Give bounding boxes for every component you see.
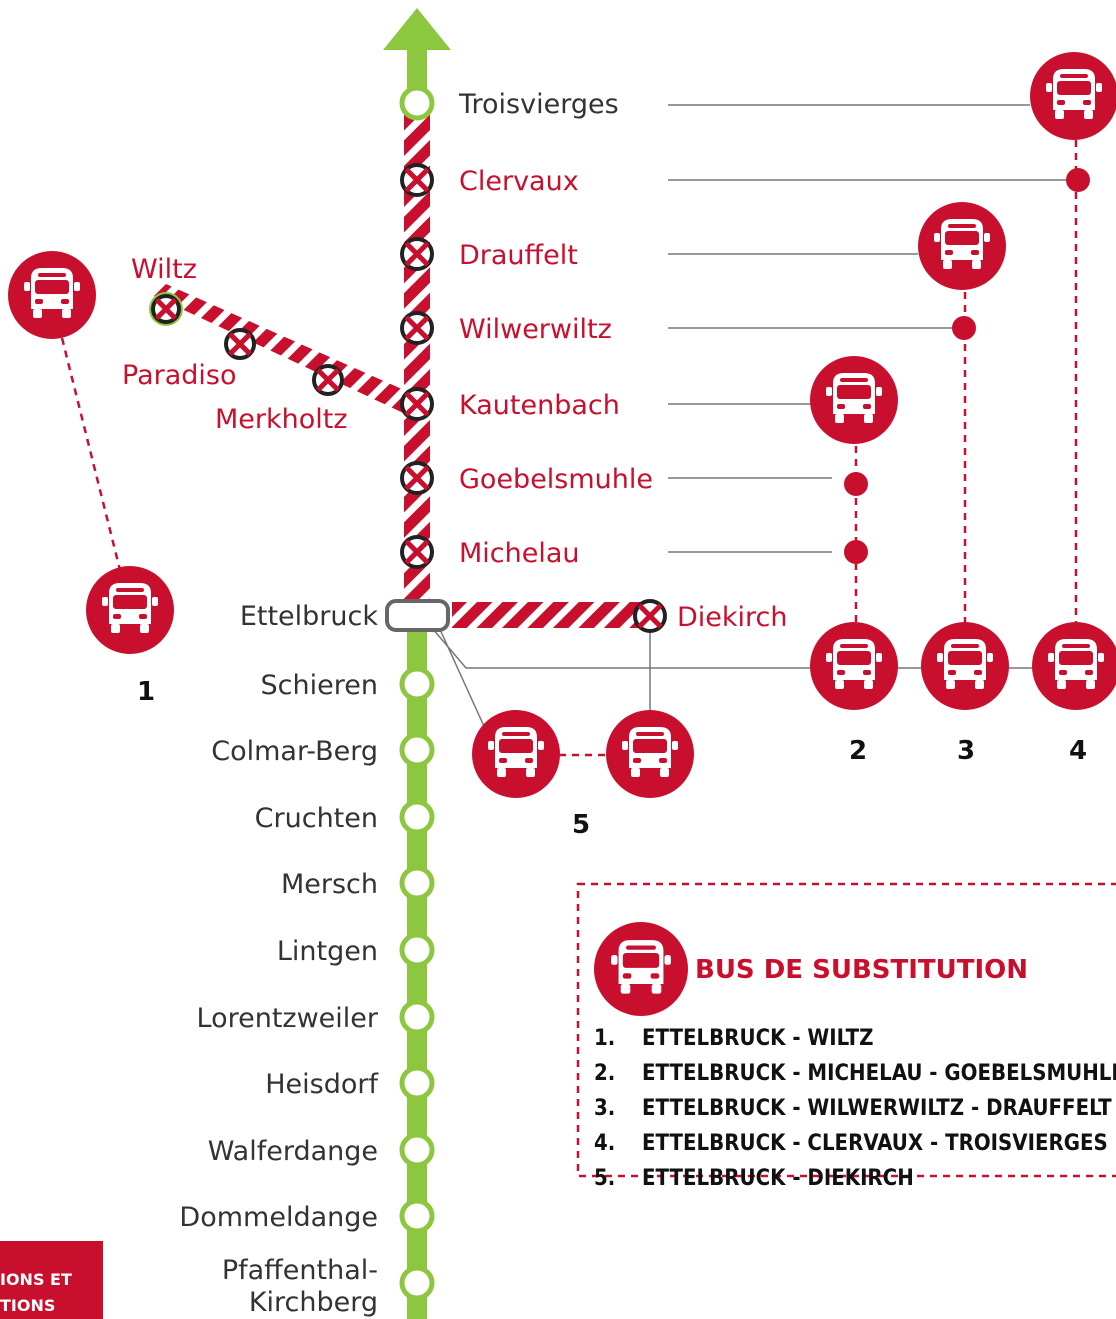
branch-station-closed-2	[312, 364, 344, 396]
bus-4-top	[1030, 52, 1116, 140]
station-south-6	[399, 1065, 435, 1101]
station-label-south-9: Pfaffenthal-	[222, 1255, 378, 1286]
station-label-north-5: Goebelsmuhle	[459, 464, 653, 495]
wiltz-station-mark	[151, 294, 181, 324]
station-south-9	[399, 1265, 435, 1301]
station-south-5	[399, 999, 435, 1035]
bus-icon	[594, 922, 688, 1016]
legend-route-text-4: ETTELBRUCK - CLERVAUX - TROISVIERGES	[642, 1131, 1108, 1156]
station-label-south-2: Cruchten	[255, 803, 378, 834]
station-label-north-1: Clervaux	[459, 166, 579, 197]
legend-route-num-4: 4.	[594, 1131, 615, 1156]
ettelbruck-hub	[385, 599, 450, 632]
station-label-south-3: Mersch	[281, 869, 378, 900]
legend-route-text-1: ETTELBRUCK - WILTZ	[642, 1026, 873, 1051]
bus-5-left	[472, 710, 560, 798]
station-south-2	[399, 799, 435, 835]
disrupted-wiltz-branch	[154, 284, 422, 418]
legend-route-text-5: ETTELBRUCK - DIEKIRCH	[642, 1166, 914, 1191]
connector-ettelbruck-buses	[431, 627, 1116, 669]
north-arrow-icon	[383, 8, 451, 50]
legend-route-list: 1. ETTELBRUCK - WILTZ 2. ETTELBRUCK - MICHE…	[594, 1026, 1116, 1191]
station-closed-4	[400, 387, 434, 421]
bus-1-top	[8, 251, 96, 339]
bus-1-bottom	[86, 566, 174, 654]
bus-2-bottom	[810, 622, 898, 710]
station-label-north-4: Kautenbach	[459, 390, 620, 421]
legend-route-num-5: 5.	[594, 1166, 615, 1191]
bus-number-1: 1	[137, 677, 155, 707]
bus-connector-lines	[431, 104, 1116, 736]
station-label-south-9-line2: Kirchberg	[249, 1287, 378, 1318]
station-closed-5	[400, 461, 434, 495]
station-label-south-5: Lorentzweiler	[197, 1003, 379, 1034]
station-label-south-4: Lintgen	[277, 936, 378, 967]
bus-number-5: 5	[572, 810, 590, 840]
station-open-0	[399, 85, 435, 121]
branch-station-closed-1	[224, 328, 256, 360]
station-label-north-0: Troisvierges	[458, 89, 619, 120]
bus-number-2: 2	[849, 736, 867, 766]
station-label-south-8: Dommeldange	[179, 1202, 378, 1233]
station-closed-6	[400, 535, 434, 569]
bus-2-top	[810, 356, 898, 444]
legend-route-num-2: 2.	[594, 1061, 615, 1086]
stop-dot-goebelsmuhle	[844, 472, 868, 496]
station-closed-2	[400, 237, 434, 271]
bus-stop-dots	[844, 168, 1090, 564]
labels-layer: TroisviergesClervauxDrauffeltWilwerwiltz…	[122, 89, 1087, 1318]
diekirch-station-mark	[633, 599, 667, 633]
stop-dot-clervaux	[1066, 168, 1090, 192]
station-label-north-6: Michelau	[459, 538, 580, 569]
station-label-ettelbruck: Ettelbruck	[240, 601, 379, 632]
corner-badge: IONS ET TIONS	[0, 1241, 103, 1319]
branch-label-diekirch: Diekirch	[677, 602, 788, 633]
route-1-dash	[60, 337, 122, 571]
station-closed-3	[400, 311, 434, 345]
bus-number-4: 4	[1069, 736, 1087, 766]
stop-dot-wilwerwiltz	[952, 316, 976, 340]
branch-label-merkholtz: Merkholtz	[215, 404, 348, 435]
corner-line-2: TIONS	[0, 1296, 55, 1315]
station-label-south-6: Heisdorf	[265, 1069, 379, 1100]
station-south-0	[399, 666, 435, 702]
disrupted-diekirch-branch	[452, 602, 640, 628]
stations-layer	[149, 85, 667, 1301]
legend-route-text-2: ETTELBRUCK - MICHELAU - GOEBELSMUHLE - K…	[642, 1061, 1116, 1086]
station-label-north-3: Wilwerwiltz	[459, 314, 612, 345]
station-label-south-1: Colmar-Berg	[211, 736, 378, 767]
station-label-north-2: Drauffelt	[459, 240, 578, 271]
corner-line-1: IONS ET	[0, 1270, 72, 1289]
legend-route-num-1: 1.	[594, 1026, 615, 1051]
legend-route-num-3: 3.	[594, 1096, 615, 1121]
corner-badge-bg	[0, 1241, 103, 1319]
legend-box: BUS DE SUBSTITUTION 1. ETTELBRUCK - WILTZ…	[576, 882, 1116, 1191]
stop-dot-michelau	[844, 540, 868, 564]
bus-5-right	[606, 710, 694, 798]
station-closed-1	[400, 163, 434, 197]
bus-3-bottom	[921, 622, 1009, 710]
branch-label-paradiso: Paradiso	[122, 360, 237, 391]
station-south-1	[399, 732, 435, 768]
legend-title: BUS DE SUBSTITUTION	[695, 955, 1028, 985]
bus-number-3: 3	[957, 736, 975, 766]
station-label-south-7: Walferdange	[208, 1136, 378, 1167]
station-south-4	[399, 932, 435, 968]
station-south-8	[399, 1198, 435, 1234]
branch-label-wiltz: Wiltz	[131, 254, 197, 285]
bus-icons-layer	[8, 52, 1116, 798]
station-south-7	[399, 1132, 435, 1168]
connector-ettelbruck-bus5	[437, 624, 489, 736]
bus-4-bottom	[1032, 622, 1116, 710]
bus-3-top	[918, 202, 1006, 290]
station-label-south-0: Schieren	[261, 670, 378, 701]
station-south-3	[399, 865, 435, 901]
legend-route-text-3: ETTELBRUCK - WILWERWILTZ - DRAUFFELT	[642, 1096, 1112, 1121]
